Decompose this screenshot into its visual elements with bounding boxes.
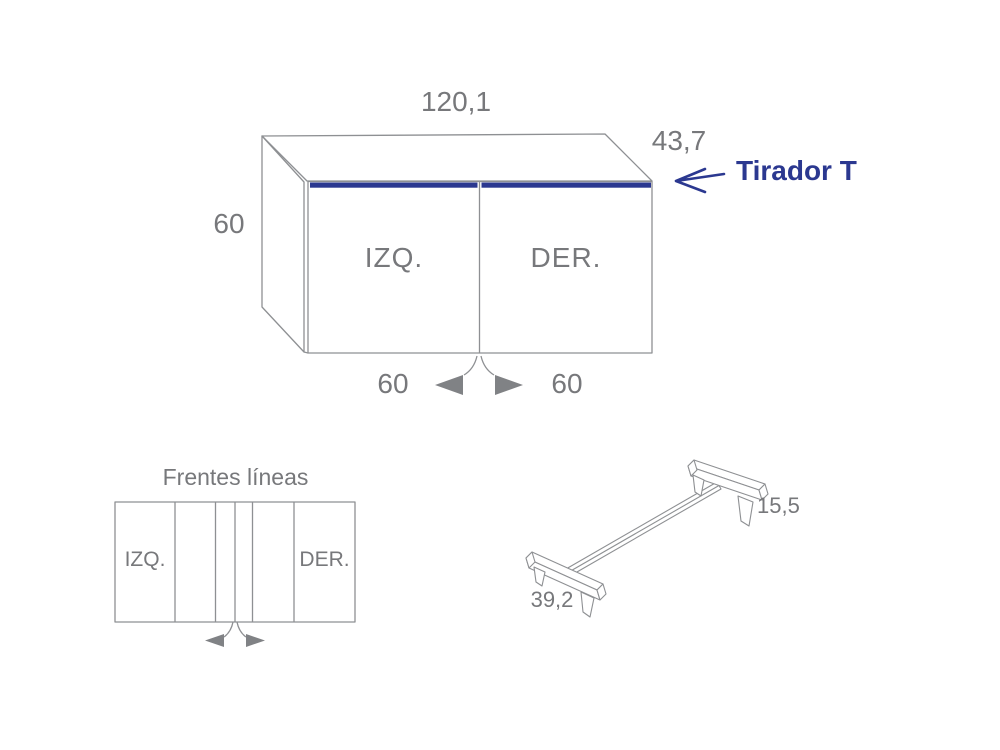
- handle-height-dimension: 15,5: [757, 493, 800, 518]
- cabinet-height-dimension: 60: [213, 208, 245, 239]
- handle-leg-right-b: [737, 495, 754, 527]
- cabinet-front-bottom-join: [303, 351, 309, 354]
- handle-end-cap-right-inner: [687, 459, 698, 477]
- right-door-width-dimension: 60: [551, 368, 583, 399]
- door-open-left-icon: [435, 375, 463, 395]
- front-view-title: Frentes líneas: [162, 464, 309, 490]
- cabinet-depth-dimension: 43,7: [651, 125, 707, 156]
- left-door-width-dimension: 60: [377, 368, 409, 399]
- front-view-left-door-label: IZQ.: [124, 548, 166, 571]
- callout-arrow-icon: [674, 167, 726, 194]
- handle-leg-right-a: [692, 474, 705, 497]
- split-leader-left: [463, 355, 478, 376]
- cabinet-left-door-label: IZQ.: [364, 242, 424, 273]
- handle-drawing: [525, 459, 769, 618]
- split-leader-right: [480, 355, 495, 376]
- handle-rail-ridge: [567, 485, 720, 573]
- handle-strip-left: [310, 182, 478, 188]
- cabinet-right-door-label: DER.: [530, 242, 602, 273]
- cabinet-width-dimension: 120,1: [420, 86, 492, 117]
- front-view-drawing: [114, 501, 356, 647]
- front-open-right-icon: [246, 634, 265, 647]
- door-open-right-icon: [495, 375, 523, 395]
- handle-leg-left-b: [580, 591, 595, 618]
- handle-length-dimension: 39,2: [530, 587, 574, 612]
- handle-callout-label: Tirador T: [736, 155, 857, 186]
- handle-end-cap-left: [596, 583, 607, 601]
- front-split-leader-right: [236, 621, 247, 638]
- cabinet-top-face: [261, 133, 653, 182]
- handle-end-cap-left-inner: [525, 551, 536, 569]
- front-open-left-icon: [205, 634, 224, 647]
- handle-leg-left-a: [533, 566, 546, 587]
- front-view-right-door-label: DER.: [299, 548, 350, 571]
- handle-end-cap-right: [758, 483, 769, 501]
- handle-strip-right: [481, 182, 651, 188]
- front-split-leader-left: [223, 621, 234, 638]
- cabinet-drawing: [261, 133, 653, 395]
